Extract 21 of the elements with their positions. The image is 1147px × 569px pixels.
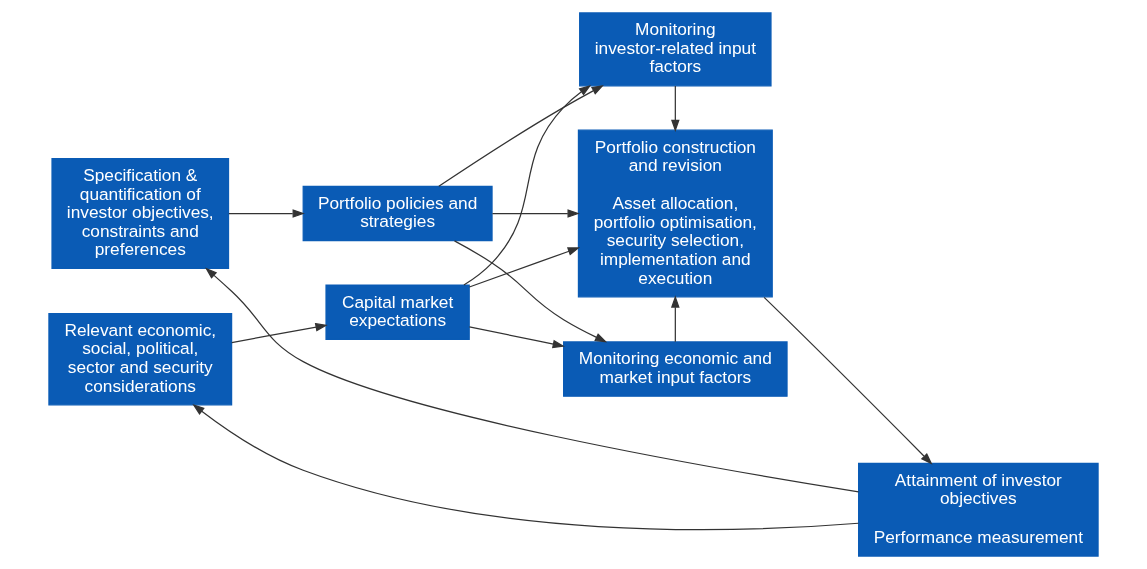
node-box: Portfolio policies and strategies — [302, 185, 493, 242]
node-box: Portfolio construction and revision Asset allocation, portfolio optimisation, security selection, implementation and execution — [577, 129, 773, 298]
arrow — [671, 295, 680, 343]
arrow — [231, 322, 328, 344]
arrow — [763, 296, 933, 465]
arrow — [205, 267, 860, 493]
node-box: Capital market expectations — [325, 284, 470, 341]
node-box: Monitoring economic and market input factors — [563, 341, 788, 397]
node-box: Relevant economic, social, political, sector and security considerations — [48, 312, 233, 406]
arrow — [453, 240, 608, 343]
node-box: Monitoring investor-related input factors — [579, 12, 772, 87]
arrow — [192, 403, 859, 531]
arrow — [491, 209, 580, 218]
arrow — [228, 209, 305, 218]
arrow — [671, 85, 680, 133]
node-box: Attainment of investor objectives Performance measurement — [858, 462, 1099, 557]
arrow — [438, 85, 604, 187]
arrow — [468, 247, 581, 288]
arrow — [463, 84, 592, 286]
node-box: Specification & quantification of investor objectives, constraints and preferences — [51, 158, 230, 270]
arrow — [468, 326, 565, 349]
